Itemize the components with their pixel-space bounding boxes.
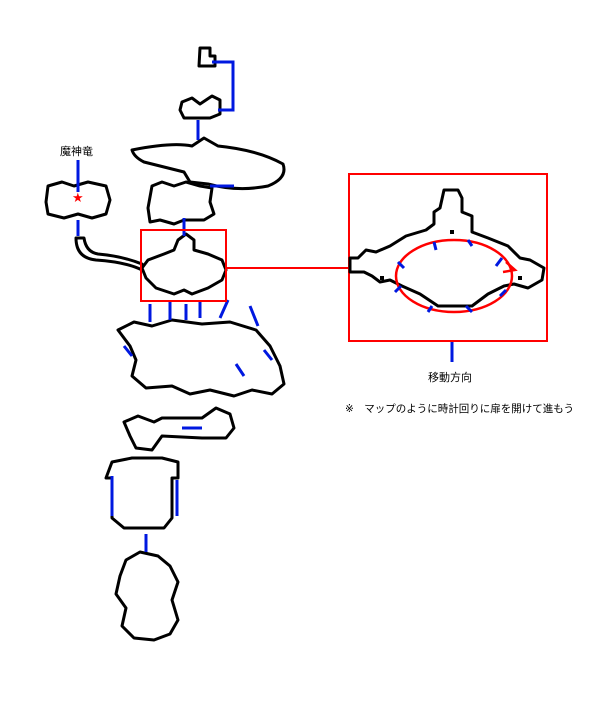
zoom-inset — [348, 188, 546, 314]
inset-room-outline — [348, 188, 546, 308]
mid-room — [146, 180, 216, 226]
bottom-cave — [114, 550, 180, 642]
clockwise-route — [394, 238, 514, 314]
instruction-note: ※ マップのように時計回りに扉を開けて進もう — [345, 403, 574, 415]
top-small-room — [197, 46, 217, 68]
red-star-icon: ★ — [72, 191, 84, 206]
door-connectors — [76, 60, 454, 552]
door-line — [212, 60, 235, 112]
central-hub-room — [140, 232, 228, 296]
long-corridor — [130, 136, 286, 191]
door-line — [122, 299, 274, 377]
map-rooms — [44, 46, 286, 642]
inset-marker — [518, 276, 522, 280]
inset-marker — [380, 276, 384, 280]
pair-room — [104, 456, 180, 530]
inset-marker — [450, 230, 454, 234]
direction-arrow-icon — [502, 261, 518, 274]
boss-label: 魔神竜 — [60, 145, 93, 158]
highlight-box — [140, 229, 227, 302]
boss-corridor — [74, 236, 144, 272]
boss-room — [44, 180, 112, 220]
lower-complex — [116, 318, 286, 398]
door-line — [110, 476, 179, 516]
inset-door — [393, 239, 508, 314]
corridor-room — [122, 406, 236, 452]
upper-room — [178, 94, 222, 120]
direction-label: 移動方向 — [428, 371, 472, 384]
